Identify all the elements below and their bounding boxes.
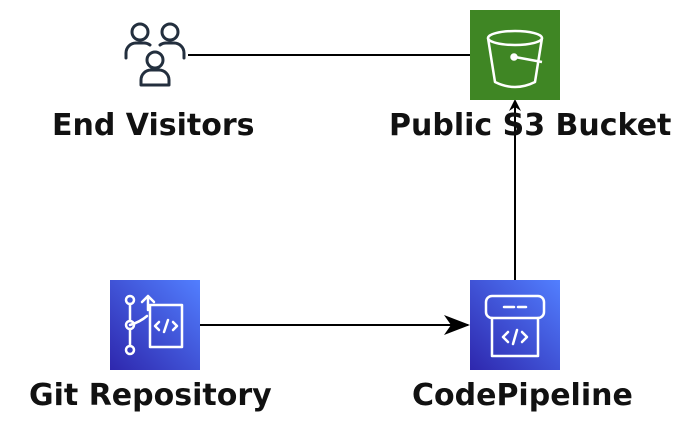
s3-bucket-icon [486, 29, 544, 89]
codepipeline-label: CodePipeline [412, 378, 633, 413]
codepipeline-icon [484, 294, 546, 358]
codepipeline-tile [470, 280, 560, 370]
s3-bucket-label: Public S3 Bucket [389, 108, 672, 143]
git-repository-label: Git Repository [29, 378, 272, 413]
end-visitors-label: End Visitors [52, 108, 255, 143]
users-icon [124, 22, 186, 87]
codecommit-icon [124, 294, 184, 356]
s3-tile [470, 10, 560, 100]
git-tile [110, 280, 200, 370]
